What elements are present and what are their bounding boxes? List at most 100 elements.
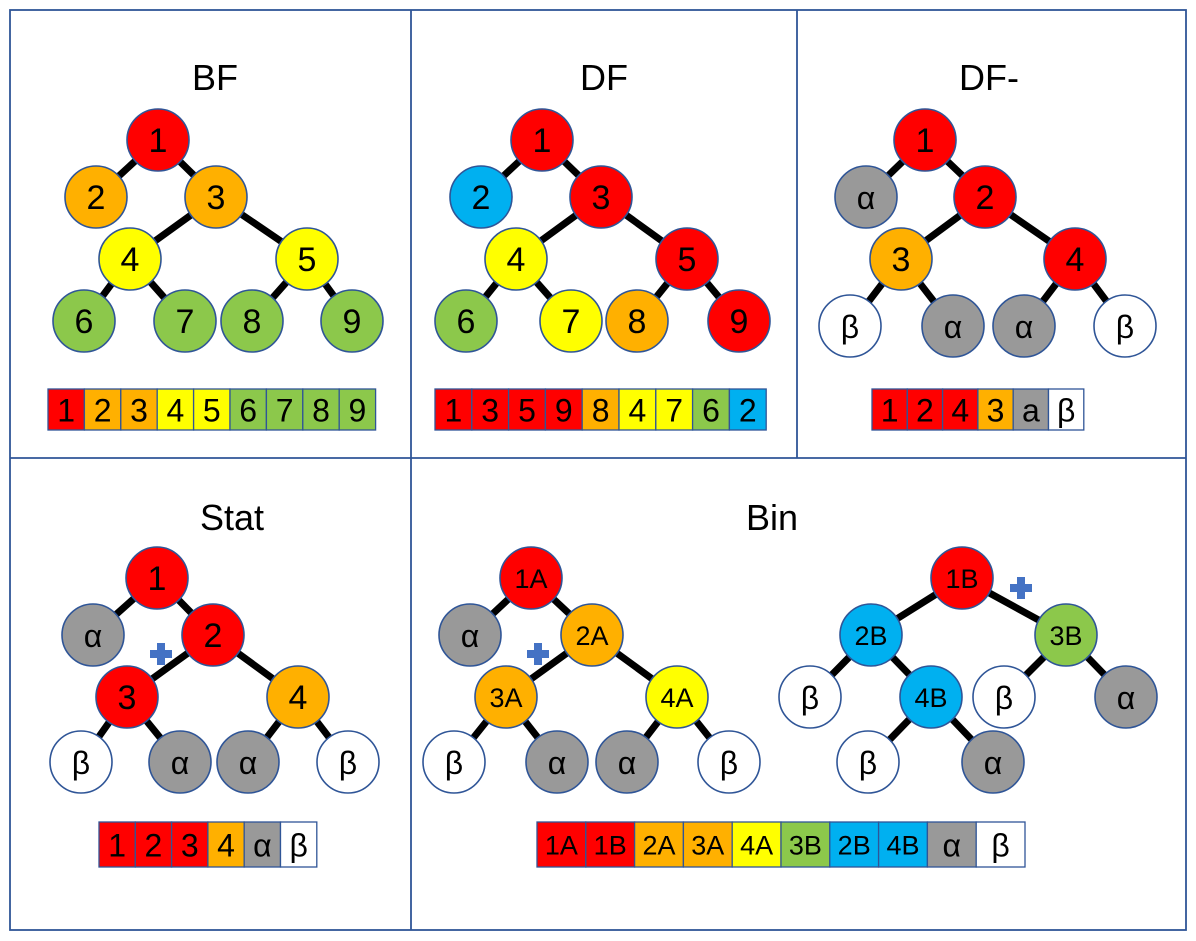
node-circle [474,665,538,729]
traversal-sequence: 1 3 5 9 8 4 7 6 2 [434,388,767,431]
cell-label: 4 [167,393,185,429]
cell-box [207,821,245,868]
cell-box [229,388,268,431]
node-label: β [995,680,1013,716]
node-label: β [841,309,859,345]
node-label: β [801,680,819,716]
tree-node: 4 [266,665,330,729]
node-label: 3 [118,679,137,717]
sequence-cell: 4A [731,821,782,868]
tree-nodes: 1A α 2A 3A 4A β α α β 1B 2B 3B β 4B β α … [422,546,1158,794]
cell-label: 8 [312,393,330,429]
panel-stat: Stat 1 α 2 3 4 β α α β 1 2 3 4 α β [49,497,380,868]
plus-icon [527,643,549,665]
node-label: β [720,745,738,781]
tree-nodes: 1 2 3 4 5 6 7 8 9 [52,108,384,353]
tree-node: 1 [510,108,574,172]
cell-label: 8 [592,393,610,429]
sequence-cell: 7 [265,388,304,431]
node-label: β [859,745,877,781]
node-label: 2 [472,179,491,217]
tree-node: 1 [125,546,189,610]
node-label: 3 [207,179,226,217]
cell-label: 1B [594,831,627,861]
node-label: 1 [916,122,935,160]
node-circle [449,165,513,229]
node-label: 3B [1049,621,1082,651]
panel-df: DF 1 2 3 4 5 6 7 8 9 1 3 5 9 8 4 7 6 2 [434,57,771,431]
sequence-cell: 8 [581,388,620,431]
tree-node: α [216,730,280,794]
node-circle [778,665,842,729]
tree-node: 9 [707,289,771,353]
tree-node: β [316,730,380,794]
node-circle [655,227,719,291]
tree-node: 3A [474,665,538,729]
node-circle [961,730,1025,794]
node-label: 1 [149,122,168,160]
tree-node: 7 [539,289,603,353]
cell-label: 2B [838,831,871,861]
node-circle [126,108,190,172]
cell-box [977,388,1014,431]
node-label: α [944,309,963,345]
cell-label: 6 [702,393,720,429]
node-label: 9 [343,303,362,341]
node-label: 1B [945,564,978,594]
cell-label: 1 [57,393,75,429]
cell-box [434,388,473,431]
tree-node: α [438,603,502,667]
cell-box [544,388,583,431]
node-label: 2A [575,621,608,651]
tree-node: 4 [1043,227,1107,291]
node-label: β [1116,309,1134,345]
node-label: α [1117,680,1136,716]
node-label: 3 [892,241,911,279]
node-label: 4B [914,683,947,713]
traversal-sequence: 1 2 4 3 a β [871,388,1085,431]
cell-box [926,821,977,868]
tree-node: α [834,165,898,229]
tree-node: 4B [899,665,963,729]
sequence-cell: 2 [728,388,767,431]
node-label: β [339,745,357,781]
cell-box [302,388,340,431]
node-label: 1A [514,564,547,594]
cell-label: 9 [349,393,367,429]
cell-box [877,821,929,868]
panel-title: BF [192,57,238,98]
cell-box [1047,388,1085,431]
cell-label: α [943,828,962,864]
node-label: 5 [298,241,317,279]
tree-node: α [921,294,985,358]
node-label: 5 [678,241,697,279]
node-label: 8 [628,303,647,341]
cell-label: 2A [642,831,675,861]
sequence-cell: 1B [585,821,636,868]
tree-node: α [525,730,589,794]
tree-node: 9 [320,289,384,353]
node-circle [216,730,280,794]
cell-box [98,821,136,868]
panel-title: Stat [200,497,264,538]
panel-title: DF- [959,57,1019,98]
node-label: 4 [289,679,308,717]
sequence-cell: 1A [536,821,587,868]
node-label: α [239,745,258,781]
panel-bin: Bin 1A α 2A 3A 4A β α α β 1B 2B 3B β 4B … [422,497,1158,868]
cell-label: 2 [94,393,112,429]
sequence-cell: 5 [507,388,547,431]
tree-node: α [1094,665,1158,729]
node-circle [275,227,339,291]
node-label: 2 [976,179,995,217]
tree-node: α [595,730,659,794]
node-circle [52,289,116,353]
tree-node: 5 [275,227,339,291]
cell-box [156,388,195,431]
cell-label: 3 [130,393,148,429]
node-circle [605,289,669,353]
plus-icon [1010,577,1032,599]
plus-icon [150,643,172,665]
node-circle [834,165,898,229]
